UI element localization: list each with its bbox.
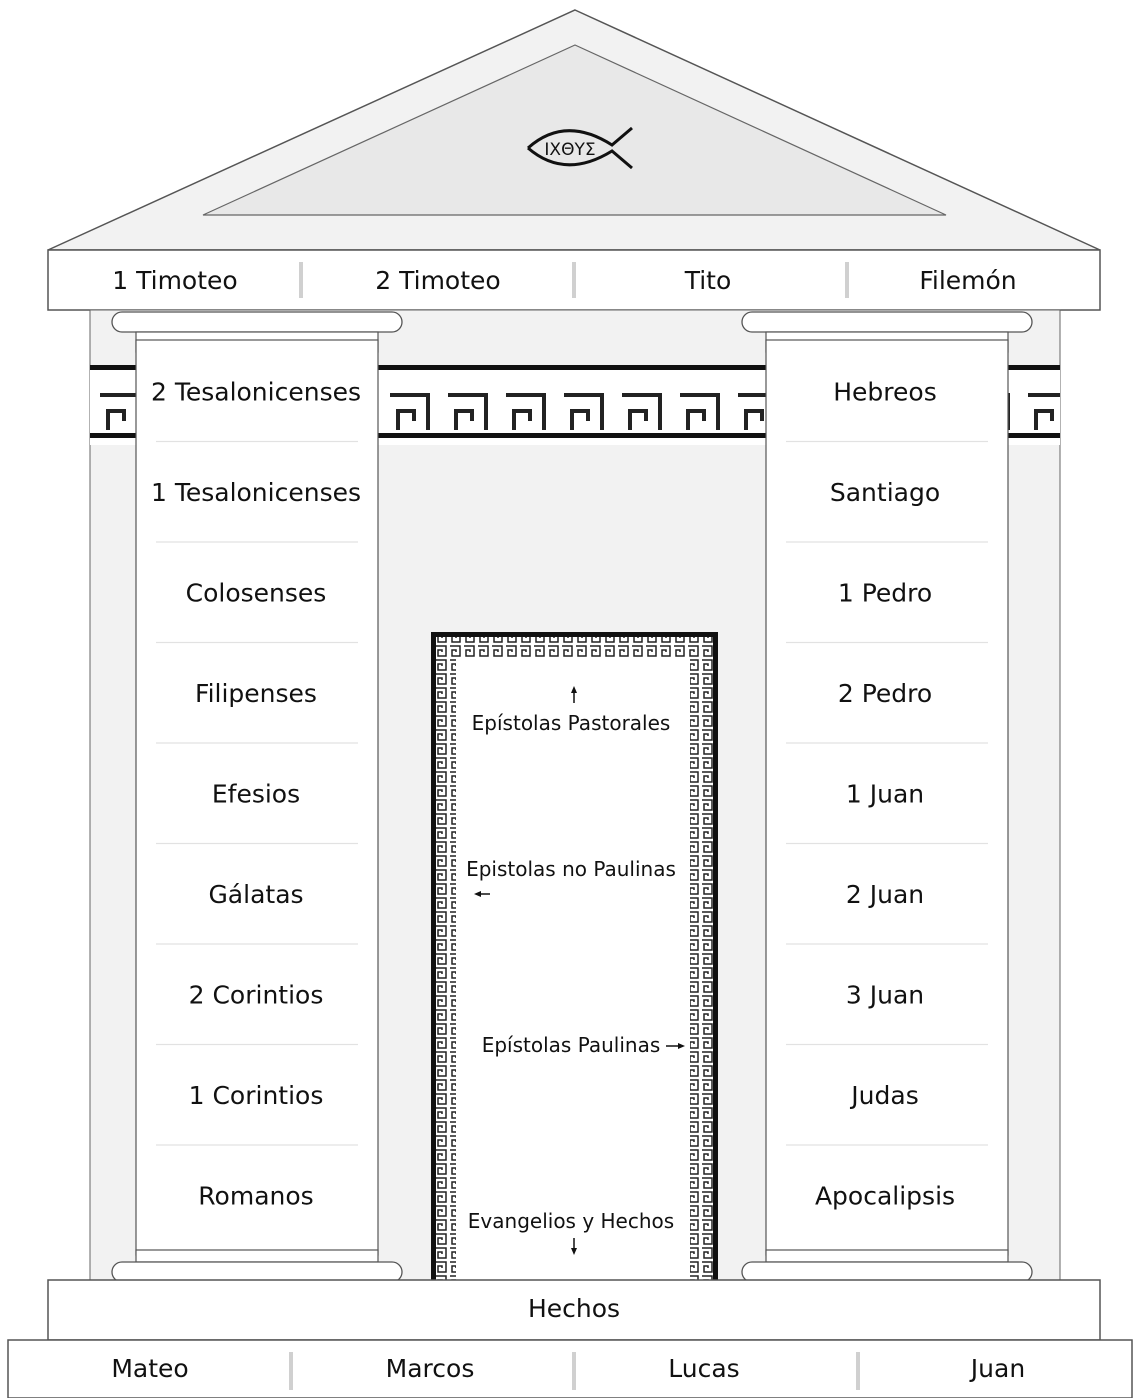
- column-book: 2 Juan: [846, 880, 924, 909]
- arrow-right-icon: [678, 1043, 685, 1049]
- column-book: Santiago: [830, 478, 940, 507]
- architrave-book: 2 Timoteo: [375, 266, 500, 295]
- legend: Epístolas Pastorales Epistolas no Paulin…: [466, 686, 685, 1255]
- ichthys-fish-icon: ΙΧΘΥΣ: [527, 126, 633, 170]
- legend-pastorales: Epístolas Pastorales: [472, 686, 671, 735]
- column-book: 1 Juan: [846, 779, 924, 808]
- step-top-label: Hechos: [528, 1294, 620, 1323]
- architrave-book: Tito: [684, 266, 732, 295]
- column-book: 3 Juan: [846, 980, 924, 1009]
- column-book: Romanos: [198, 1181, 313, 1210]
- base-book: Lucas: [668, 1354, 739, 1383]
- ichthys-text: ΙΧΘΥΣ: [544, 140, 595, 160]
- step-top: [47, 1279, 1101, 1341]
- column-book: Hebreos: [833, 377, 936, 406]
- base-step: [7, 1339, 1133, 1398]
- base-dividers: [289, 1352, 860, 1390]
- legend-paulinas-label: Epístolas Paulinas: [482, 1033, 661, 1057]
- column-book: 2 Pedro: [838, 679, 932, 708]
- arrow-up-icon: [571, 686, 577, 693]
- column-book: 1 Pedro: [838, 578, 932, 607]
- column-book: 1 Corintios: [189, 1081, 324, 1110]
- base-book: Juan: [969, 1354, 1025, 1383]
- legend-evangelios-label: Evangelios y Hechos: [468, 1209, 674, 1233]
- architrave-book: Filemón: [919, 266, 1016, 295]
- legend-paulinas: Epístolas Paulinas: [482, 1033, 685, 1057]
- column-book: 1 Tesalonicenses: [151, 478, 361, 507]
- arrow-down-icon: [571, 1248, 577, 1255]
- architrave-dividers: [299, 262, 849, 298]
- legend-pastorales-label: Epístolas Pastorales: [472, 711, 671, 735]
- column-book: Gálatas: [208, 880, 303, 909]
- arrow-left-icon: [474, 891, 481, 897]
- doorway: [431, 632, 718, 1280]
- legend-no-paulinas: Epistolas no Paulinas: [466, 857, 676, 897]
- column-book: Apocalipsis: [815, 1181, 955, 1210]
- base-book: Marcos: [386, 1354, 475, 1383]
- column-book: Filipenses: [195, 679, 317, 708]
- architrave-book: 1 Timoteo: [112, 266, 237, 295]
- column-book: 2 Corintios: [189, 980, 324, 1009]
- base-book: Mateo: [111, 1354, 188, 1383]
- left-column: 2 Tesalonicenses 1 TesalonicensesColosens…: [111, 311, 403, 1283]
- legend-no-paulinas-label: Epistolas no Paulinas: [466, 857, 676, 881]
- legend-evangelios: Evangelios y Hechos: [468, 1209, 674, 1255]
- column-book: Judas: [849, 1081, 918, 1110]
- column-book: Colosenses: [186, 578, 327, 607]
- column-book: 2 Tesalonicenses: [151, 377, 361, 406]
- column-book: Efesios: [212, 779, 300, 808]
